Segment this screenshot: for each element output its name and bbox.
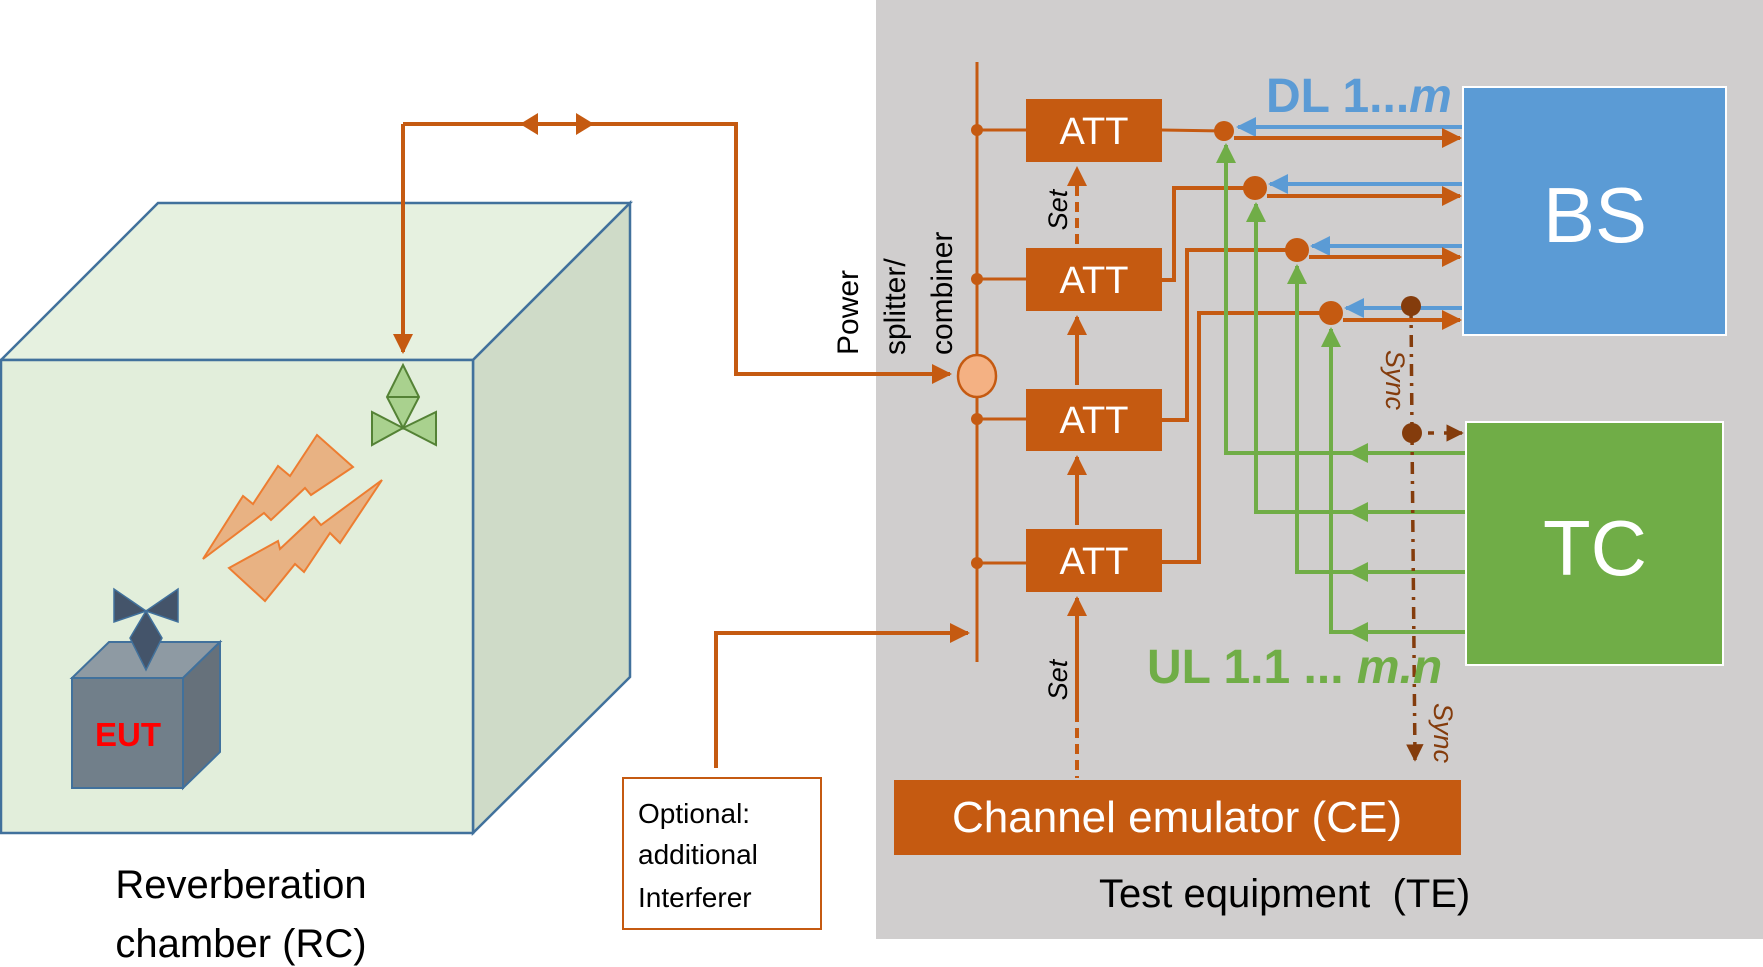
- combiner-node: [1214, 121, 1234, 141]
- uplink-label-prefix: UL 1.1 ...: [1147, 641, 1357, 694]
- attenuator-label: ATT: [1060, 111, 1129, 153]
- attenuator-4: ATT: [1026, 529, 1162, 592]
- sync-label-upper: Sync: [1380, 350, 1410, 411]
- set-label-upper: Set: [1043, 188, 1073, 230]
- set-label-lower: Set: [1043, 658, 1073, 700]
- eut-label: EUT: [95, 716, 161, 753]
- splitter-label-line1: Power: [832, 270, 865, 355]
- downlink-paths: [1234, 117, 1463, 330]
- uplink-label: UL 1.1 ... m.n: [1147, 641, 1442, 694]
- interferer-cable: [714, 623, 970, 768]
- bidirectional-arrow-left-icon: [520, 113, 538, 135]
- lightning-bolt-icon: [202, 433, 355, 560]
- channel-emulator: Channel emulator (CE): [894, 780, 1461, 855]
- bidirectional-arrow-right-icon: [576, 113, 594, 135]
- attenuator-2: ATT: [1026, 248, 1162, 311]
- downlink-label: DL 1...m: [1266, 70, 1452, 123]
- combiner-node: [1243, 176, 1267, 200]
- eut-antenna-icon: [113, 587, 179, 672]
- interferer-note-line1: Optional:: [638, 798, 750, 829]
- interferer-note-line3: Interferer: [638, 882, 752, 913]
- uplink-label-suffix: m.n: [1357, 641, 1442, 694]
- power-splitter-combiner: [956, 353, 998, 399]
- sync-node: [1402, 423, 1422, 443]
- tc-label: TC: [1543, 504, 1647, 592]
- attenuator-label: ATT: [1060, 541, 1129, 583]
- lightning-bolt-icon: [227, 479, 383, 603]
- sync-node: [1401, 296, 1421, 316]
- splitter-label-line2: splitter/: [879, 258, 912, 355]
- interferer-note-box: [622, 777, 822, 930]
- eut-device: EUT: [69, 639, 223, 791]
- channel-emulator-label: Channel emulator (CE): [952, 793, 1402, 842]
- sync-label-lower: Sync: [1428, 703, 1458, 764]
- splitter-label-line3: combiner: [926, 232, 959, 355]
- uplink-paths: [1216, 143, 1466, 642]
- bs-label: BS: [1543, 171, 1647, 259]
- attenuator-label: ATT: [1060, 400, 1129, 442]
- reverberation-chamber: EUT: [0, 199, 634, 837]
- attenuator-1: ATT: [1026, 99, 1162, 162]
- combiner-node: [1319, 301, 1343, 325]
- interferer-note-line2: additional: [638, 839, 758, 870]
- base-station: BS: [1462, 86, 1727, 336]
- chamber-label-line2: chamber (RC): [115, 922, 366, 966]
- chamber-cable: [393, 113, 952, 384]
- test-equipment-label: Test equipment (TE): [1099, 872, 1470, 916]
- chamber-label-line1: Reverberation: [115, 863, 366, 907]
- combiner-node: [1285, 238, 1309, 262]
- sync-paths: [1401, 296, 1464, 762]
- attenuator-3: ATT: [1026, 389, 1162, 451]
- chamber-antenna-icon: [371, 362, 437, 447]
- test-client: TC: [1465, 421, 1724, 666]
- downlink-label-prefix: DL 1...: [1266, 70, 1409, 123]
- downlink-label-suffix: m: [1409, 70, 1452, 123]
- attenuator-label: ATT: [1060, 260, 1129, 302]
